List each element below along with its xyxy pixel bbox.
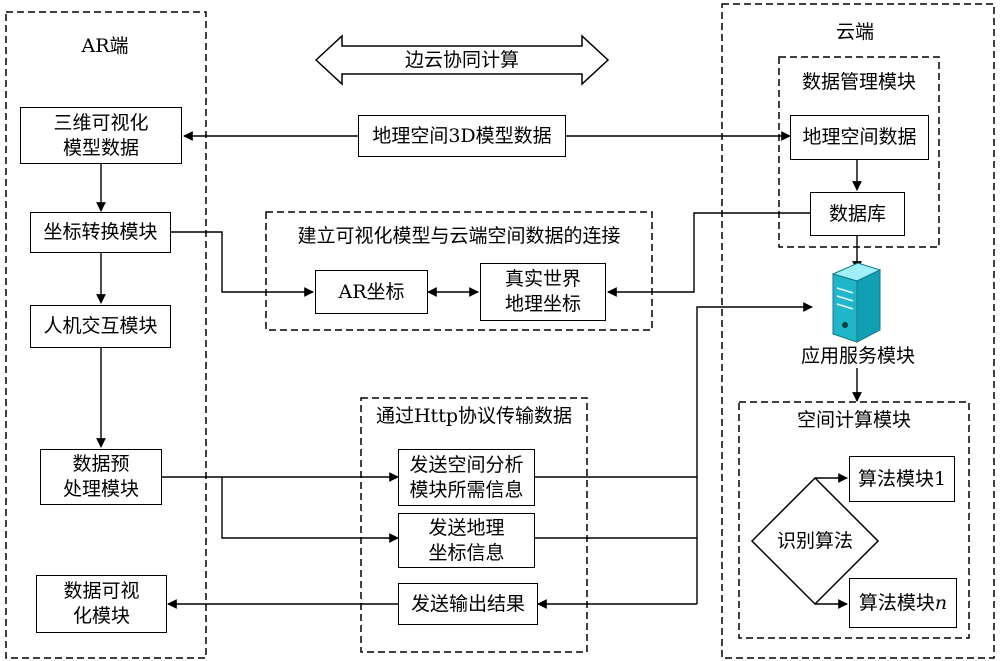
- hci-box: 人机交互模块: [30, 305, 171, 348]
- geo-spatial-data-box: 地理空间数据: [790, 115, 929, 160]
- coord-transform-box: 坐标转换模块: [30, 212, 171, 253]
- preprocess-box: 数据预 处理模块: [40, 449, 162, 505]
- visual-model-box: 三维可视化 模型数据: [20, 107, 182, 164]
- app-service-label: 应用服务模块: [800, 345, 915, 367]
- spatial-calc-title: 空间计算模块: [796, 409, 911, 431]
- algo-module-n-suffix: n: [934, 591, 948, 614]
- real-world-coord-box: 真实世界 地理坐标: [480, 263, 606, 321]
- cloud-side-title: 云端: [835, 21, 874, 43]
- data-mgmt-region: [778, 56, 940, 248]
- link-region-title: 建立可视化模型与云端空间数据的连接: [297, 225, 621, 247]
- data-visual-box: 数据可视 化模块: [36, 575, 167, 633]
- data-mgmt-title: 数据管理模块: [801, 71, 916, 93]
- cloud-side-region: [721, 3, 995, 659]
- algo-module-n-text: 算法模块: [858, 591, 935, 614]
- algo-module-1-box: 算法模块1: [849, 456, 955, 502]
- spatial-calc-region: [738, 401, 970, 639]
- geo-3d-model-data-box: 地理空间3D模型数据: [358, 115, 566, 157]
- identify-algo-label: 识别算法: [776, 530, 853, 552]
- edge-cloud-banner-label: 边云协同计算: [404, 49, 519, 71]
- identify-algo-diamond: [750, 476, 880, 606]
- send-analysis-info-box: 发送空间分析 模块所需信息: [398, 449, 535, 506]
- ar-coord-box: AR坐标: [315, 270, 428, 314]
- link-region: [265, 211, 653, 331]
- server-icon: [831, 262, 882, 343]
- send-geo-coord-box: 发送地理 坐标信息: [398, 513, 535, 568]
- send-result-box: 发送输出结果: [398, 583, 538, 625]
- http-region: [360, 397, 588, 653]
- http-region-title: 通过Http协议传输数据: [375, 405, 572, 427]
- ar-side-region: [5, 11, 207, 659]
- edge-cloud-banner-arrow: [314, 34, 610, 86]
- database-box: 数据库: [810, 192, 905, 236]
- ar-side-title: AR端: [81, 35, 129, 57]
